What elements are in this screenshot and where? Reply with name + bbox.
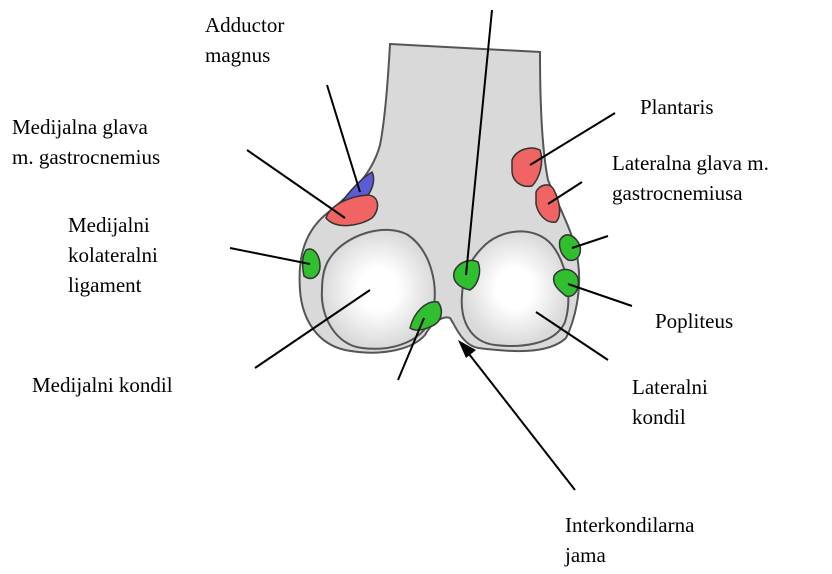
- label-popliteus: Popliteus: [655, 306, 733, 336]
- label-line: Lateralna glava m.: [612, 148, 769, 178]
- label-line: Popliteus: [655, 306, 733, 336]
- leader-adductor-magnus: [327, 85, 360, 192]
- label-plantaris: Plantaris: [640, 92, 714, 122]
- label-medial-condyle: Medijalni kondil: [32, 370, 173, 400]
- label-line: jama: [565, 540, 694, 570]
- label-lateral-gastrocnemius: Lateralna glava m. gastrocnemiusa: [612, 148, 769, 208]
- label-line: Plantaris: [640, 92, 714, 122]
- label-medial-gastrocnemius: Medijalna glava m. gastrocnemius: [12, 112, 160, 172]
- leader-medial-gastrocnemius: [247, 150, 345, 218]
- label-medial-collateral-ligament: Medijalni kolateralni ligament: [68, 210, 158, 300]
- leader-medial-collateral: [230, 248, 310, 264]
- label-adductor-magnus: Adductor magnus: [205, 10, 284, 70]
- label-line: Medijalni kondil: [32, 370, 173, 400]
- label-line: Medijalni: [68, 210, 158, 240]
- label-line: Lateralni: [632, 372, 708, 402]
- label-line: Interkondilarna: [565, 510, 694, 540]
- label-line: ligament: [68, 270, 158, 300]
- leader-intercondylar-fossa: [462, 345, 575, 490]
- label-line: magnus: [205, 40, 284, 70]
- label-lateral-condyle: Lateralni kondil: [632, 372, 708, 432]
- label-intercondylar-fossa: Interkondilarna jama: [565, 510, 694, 570]
- label-line: Adductor: [205, 10, 284, 40]
- label-line: kondil: [632, 402, 708, 432]
- label-line: gastrocnemiusa: [612, 178, 769, 208]
- label-line: Medijalna glava: [12, 112, 160, 142]
- label-line: m. gastrocnemius: [12, 142, 160, 172]
- label-line: kolateralni: [68, 240, 158, 270]
